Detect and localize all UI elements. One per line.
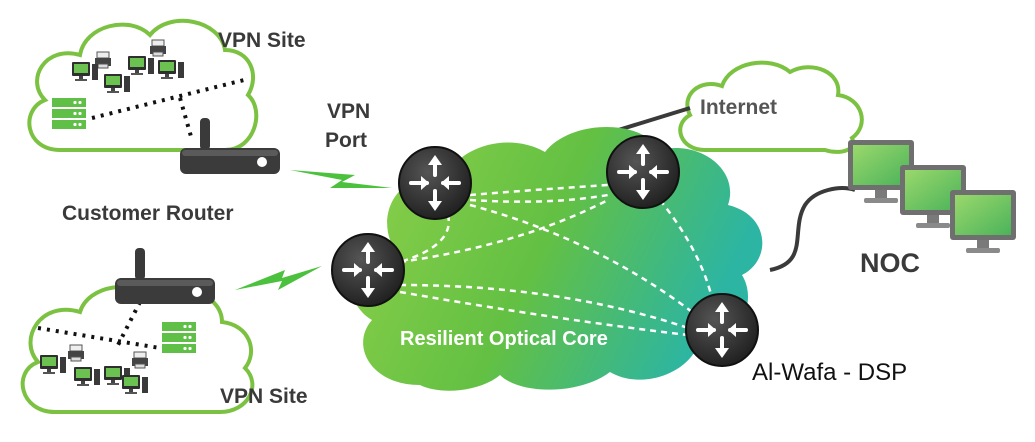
- internet-label: Internet: [700, 96, 777, 119]
- internet-uplink: [611, 106, 691, 134]
- vpn-site-top-label: VPN Site: [218, 29, 306, 52]
- lan-dotted-links: [91, 78, 245, 141]
- core-mesh-links: [399, 183, 714, 337]
- core-router-icon: [397, 145, 473, 221]
- server-rack-icon: [162, 322, 196, 353]
- vpn-port-label-line2: Port: [325, 129, 367, 152]
- vpn-site-bottom-cloud: [20, 285, 255, 414]
- monitor-icon: [848, 140, 1016, 253]
- customer-router-label: Customer Router: [62, 202, 234, 225]
- core-router-icon: [684, 292, 760, 368]
- provider-label: Al-Wafa - DSP: [752, 359, 907, 386]
- core-router-icon: [605, 134, 681, 210]
- lightning-link-icon: [290, 170, 392, 188]
- lightning-link-icon: [235, 266, 322, 290]
- noc-label: NOC: [860, 248, 920, 278]
- vpn-site-bottom-label: VPN Site: [220, 385, 308, 408]
- server-rack-icon: [52, 98, 86, 129]
- core-router-icon: [330, 232, 406, 308]
- customer-router-icon: [115, 248, 215, 304]
- lan-dotted-links: [37, 301, 161, 350]
- internet-cloud: [678, 60, 864, 154]
- vpn-port-label-line1: VPN: [327, 100, 370, 123]
- core-label: Resilient Optical Core: [400, 328, 608, 350]
- vpn-site-top-cloud: [27, 18, 259, 152]
- noc-link: [769, 186, 856, 272]
